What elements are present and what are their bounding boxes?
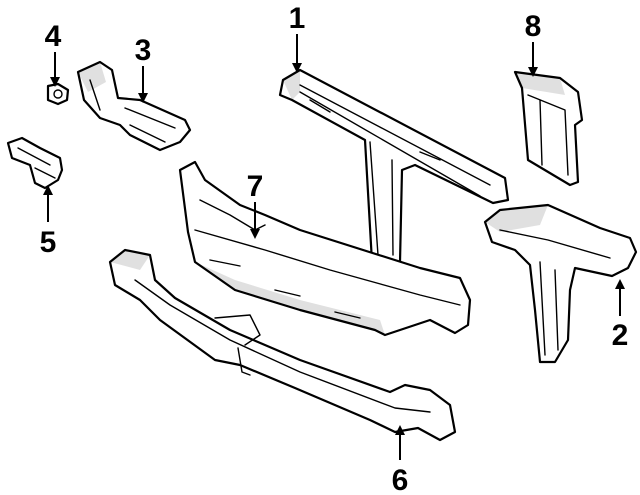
part-7-filler-panel: [178, 160, 472, 337]
callout-1: 1: [289, 2, 306, 73]
part-2-support-bracket: [483, 203, 638, 364]
callout-1-label: 1: [289, 2, 306, 35]
callout-4-label: 4: [45, 20, 62, 53]
part-3-upper-bracket: [76, 60, 192, 152]
callout-3: 3: [135, 34, 152, 103]
callout-5: 5: [40, 185, 57, 259]
callout-2-label: 2: [612, 319, 629, 352]
callout-6-label: 6: [392, 464, 409, 495]
callout-2: 2: [612, 279, 629, 352]
part-1-upper-tie-bar: [278, 68, 510, 272]
callout-4: 4: [45, 20, 62, 87]
part-5-side-bracket: [6, 136, 64, 190]
callout-5-label: 5: [40, 226, 57, 259]
callout-6: 6: [392, 425, 409, 495]
callout-3-label: 3: [135, 34, 152, 67]
callout-7-label: 7: [247, 170, 264, 203]
part-8-side-bracket: [513, 70, 584, 187]
callout-8: 8: [525, 10, 542, 77]
part-6-lower-tie-bar: [108, 248, 457, 442]
part-4-nut: [46, 82, 70, 106]
callout-8-label: 8: [525, 10, 542, 43]
callout-7: 7: [247, 170, 264, 239]
